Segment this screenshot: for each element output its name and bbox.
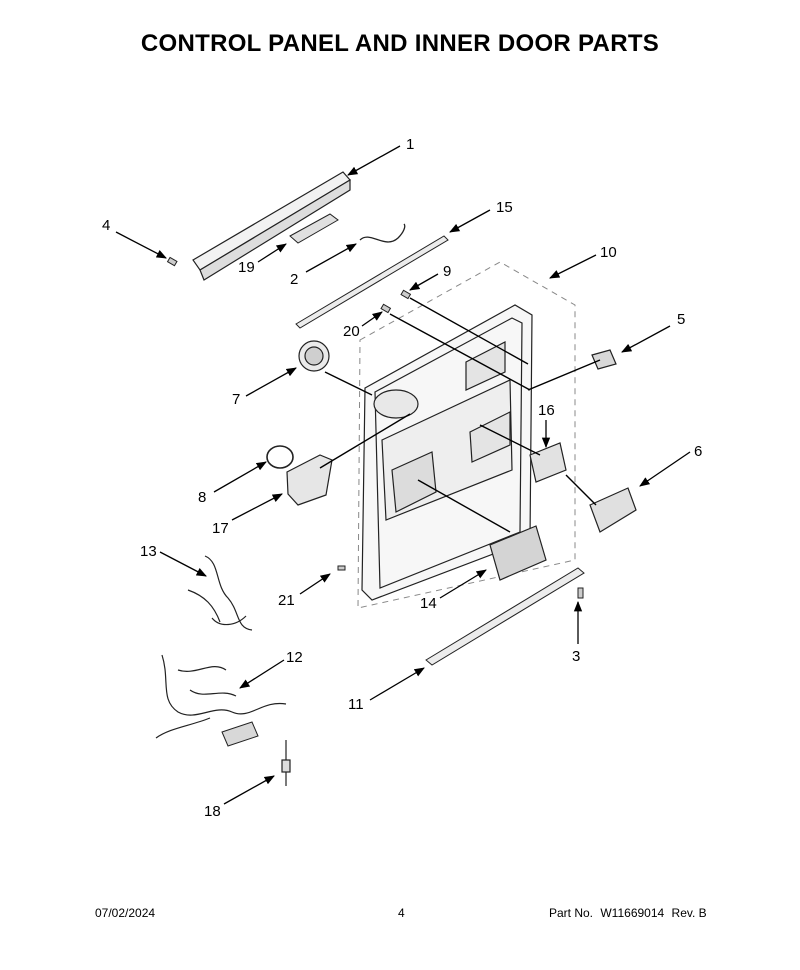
part-15-gasket-strip — [295, 235, 449, 329]
inner-door-panel — [361, 304, 533, 601]
part-18-fuse — [281, 740, 291, 786]
part-12-main-harness — [155, 654, 287, 739]
part-17-housing — [286, 454, 333, 506]
part-2-wire — [359, 223, 406, 243]
callout-14: 14 — [420, 595, 437, 612]
callout-21: 21 — [278, 592, 295, 609]
footer-part-number: W11669014 — [600, 906, 665, 920]
part-14-dispenser — [489, 525, 547, 581]
part-13-wire-harness — [187, 555, 253, 631]
part-5-switch — [591, 349, 617, 370]
part-1-control-panel — [192, 171, 351, 281]
callout-10: 10 — [600, 244, 617, 261]
callout-3: 3 — [572, 648, 580, 665]
callout-arrows — [115, 145, 691, 805]
footer-revision: Rev. B — [671, 906, 707, 920]
screws — [166, 256, 584, 599]
callout-12: 12 — [286, 649, 303, 666]
callout-5: 5 — [677, 311, 685, 328]
callout-9: 9 — [443, 263, 451, 280]
footer-date: 07/02/2024 — [95, 906, 156, 920]
part-16-bracket — [529, 442, 567, 483]
callout-20: 20 — [343, 323, 360, 340]
part-19-ui-board — [289, 213, 339, 244]
callout-13: 13 — [140, 543, 157, 560]
part-12-connector — [221, 721, 259, 747]
callout-6: 6 — [694, 443, 702, 460]
callout-7: 7 — [232, 391, 240, 408]
callout-labels: 1 4 19 2 15 9 20 10 5 7 16 6 8 17 13 21 … — [102, 136, 702, 820]
part-11-bottom-trim — [425, 567, 585, 666]
part-6-latch — [589, 487, 637, 533]
callout-19: 19 — [238, 259, 255, 276]
callout-16: 16 — [538, 402, 555, 419]
callout-18: 18 — [204, 803, 221, 820]
callout-4: 4 — [102, 217, 110, 234]
callout-2: 2 — [290, 271, 298, 288]
page-title: CONTROL PANEL AND INNER DOOR PARTS — [140, 30, 660, 57]
part-8-ring — [266, 445, 294, 469]
footer-part-label: Part No. — [549, 906, 594, 920]
outer-door-dashed-outline — [357, 261, 576, 609]
footer-part-info: Part No. W11669014 Rev. B — [549, 906, 711, 920]
callout-1: 1 — [406, 136, 414, 153]
part-7-vent — [298, 340, 330, 372]
footer-page-number: 4 — [398, 906, 405, 920]
callout-8: 8 — [198, 489, 206, 506]
callout-17: 17 — [212, 520, 229, 537]
callout-15: 15 — [496, 199, 513, 216]
callout-11: 11 — [348, 696, 364, 713]
leader-lines — [319, 297, 601, 533]
